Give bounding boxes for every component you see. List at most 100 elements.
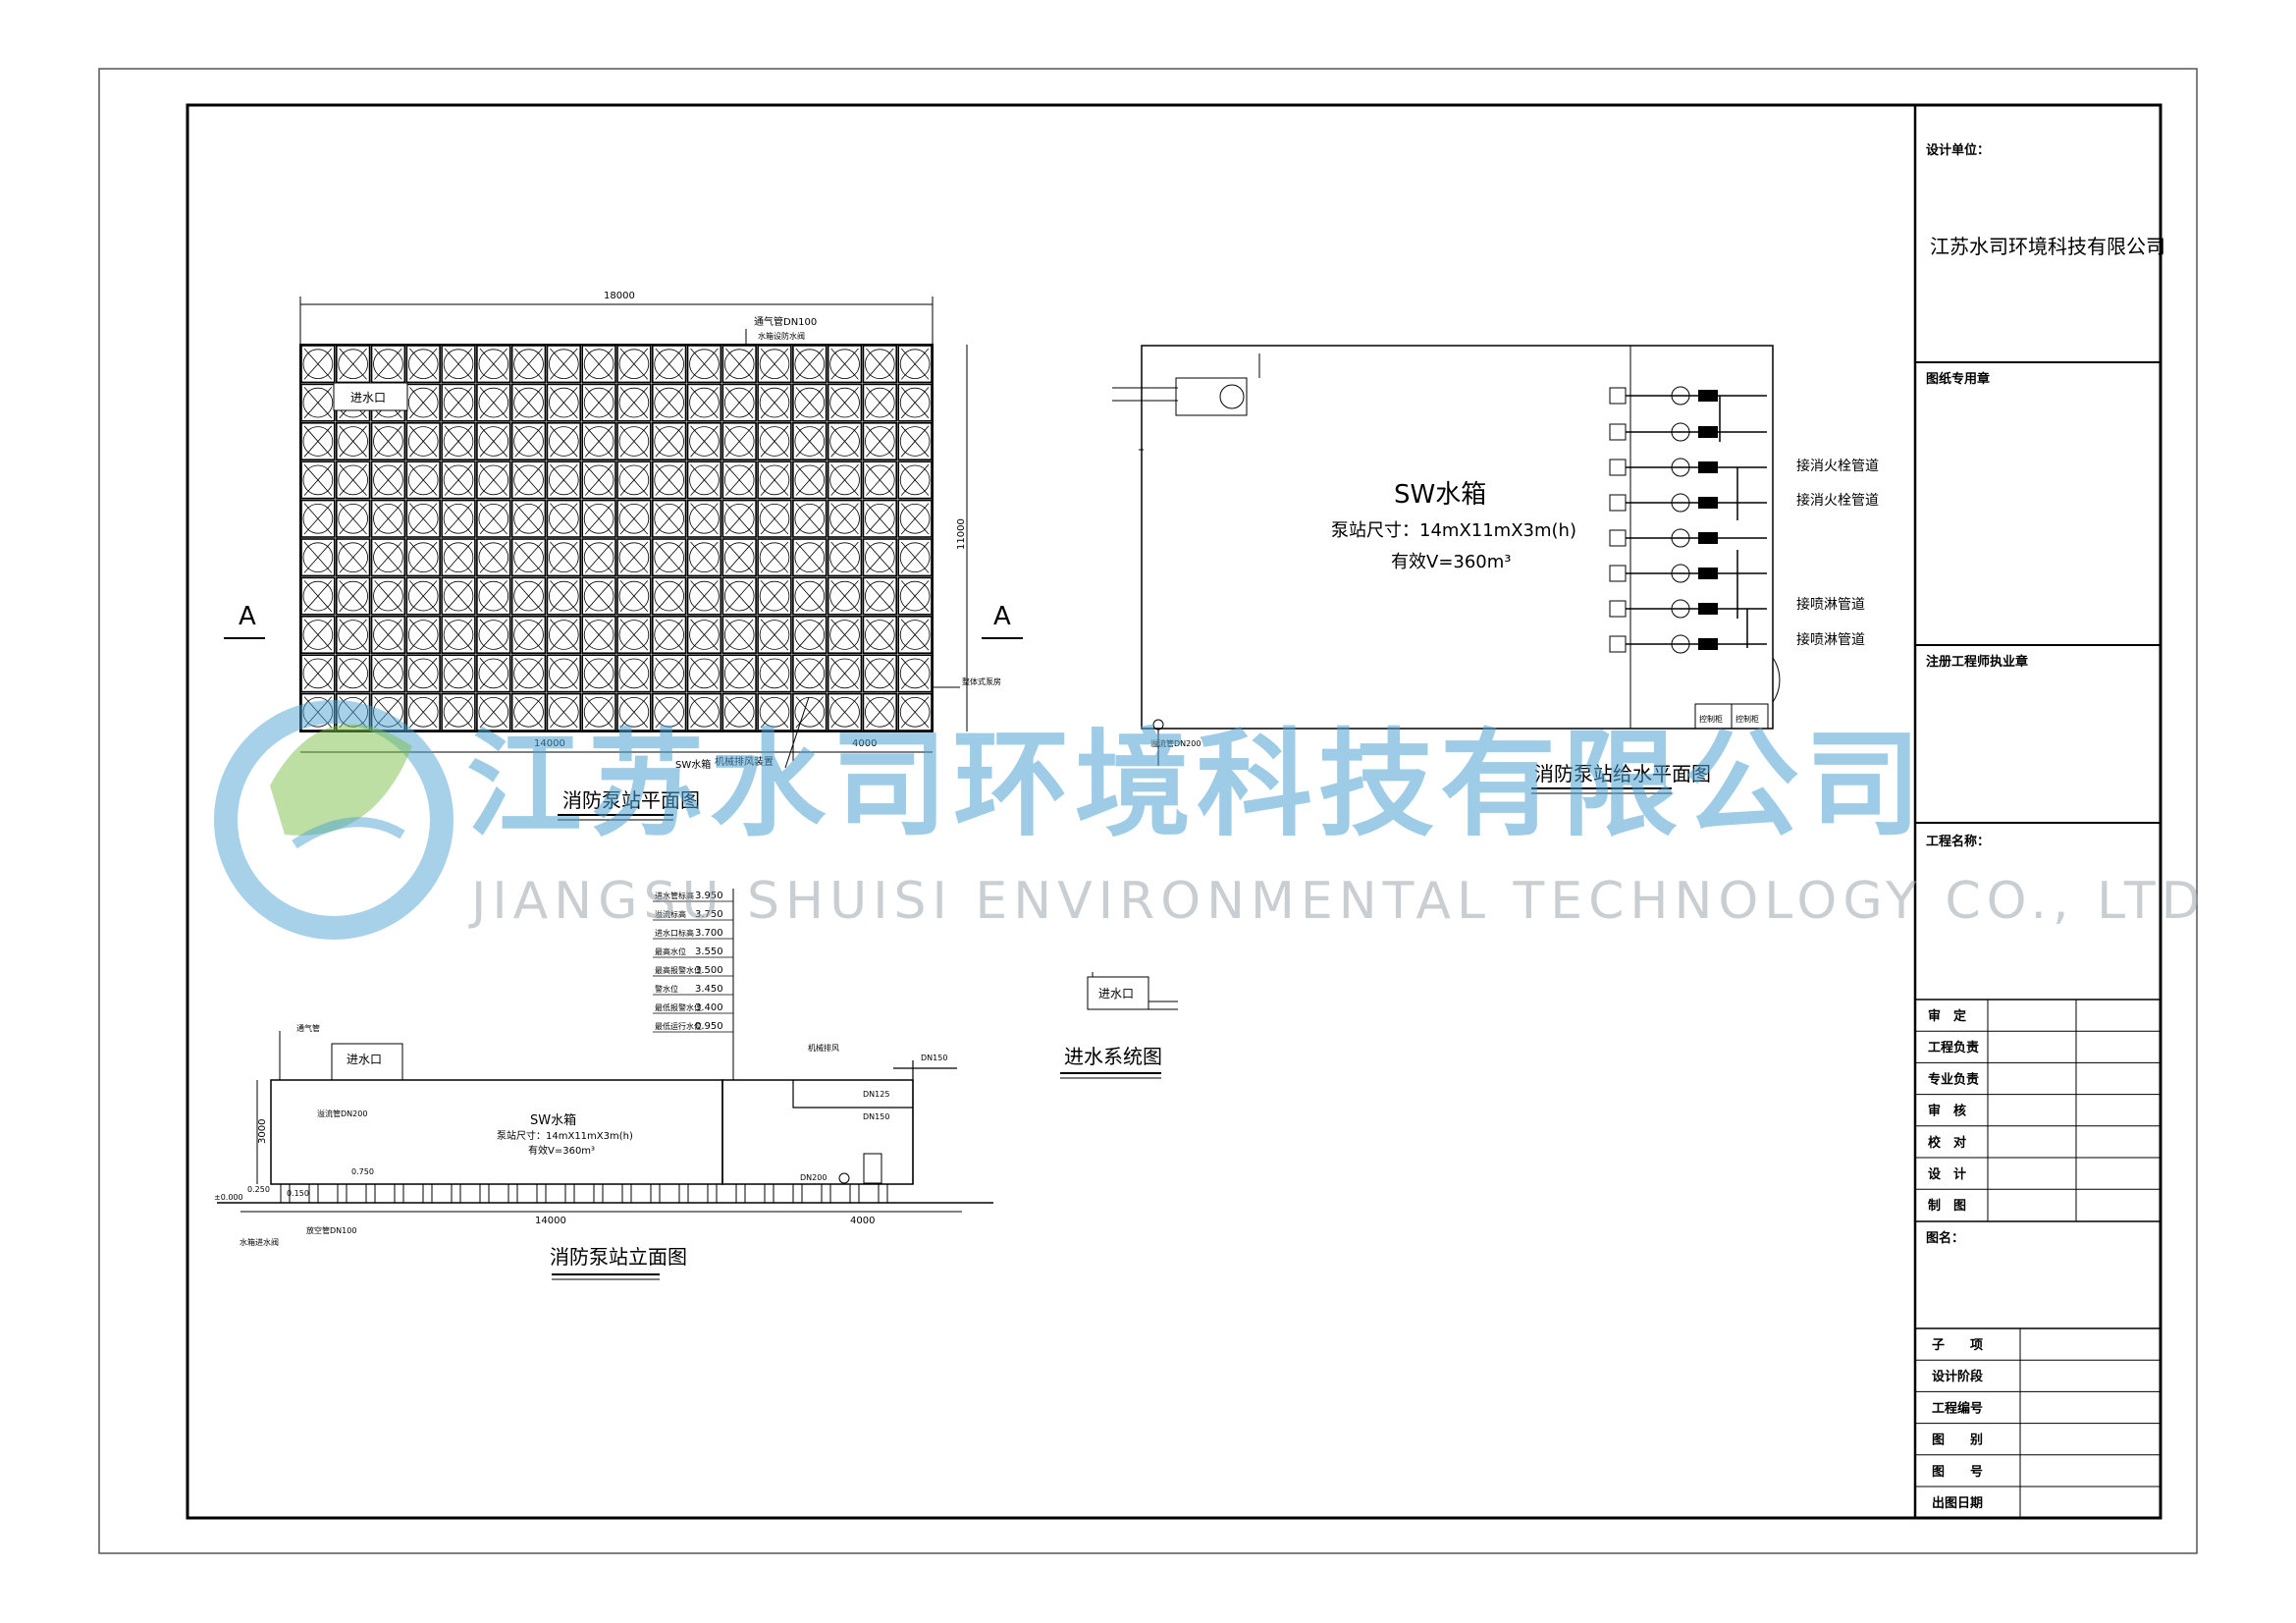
watermark-en: JIANGSU SHUISI ENVIRONMENTAL TECHNOLOGY … xyxy=(468,872,2207,931)
watermark-logo-icon xyxy=(214,700,454,940)
role-label: 制 图 xyxy=(1928,1198,1966,1214)
tank-panel xyxy=(546,615,582,654)
plan-fan-label: 机械排风装置 xyxy=(715,755,774,768)
tank-panel xyxy=(441,460,476,500)
tank-panel xyxy=(300,576,336,616)
tank-panel xyxy=(721,654,757,693)
tank-panel xyxy=(616,538,652,577)
tank-panel xyxy=(335,499,371,538)
elev-dn150b: DN150 xyxy=(863,1112,889,1121)
supply-size-text: 泵站尺寸：14mX11mX3m(h) xyxy=(1331,520,1576,541)
tank-panel xyxy=(757,576,792,616)
tank-panel xyxy=(300,383,336,422)
pump-room-label: 整体式泵房 xyxy=(962,676,1001,686)
tank-panel xyxy=(827,383,863,422)
tank-panel xyxy=(862,654,898,693)
elev-level-0250: 0.250 xyxy=(247,1185,270,1194)
watermark: 江苏水司环境科技有限公司 JIANGSU SHUISI ENVIRONMENTA… xyxy=(214,700,2207,940)
tank-panel xyxy=(792,345,828,384)
tank-panel xyxy=(651,499,687,538)
tank-panel xyxy=(405,460,441,500)
tank-panel xyxy=(721,421,757,460)
tank-panel xyxy=(616,345,652,384)
level-label: 最高水位 xyxy=(655,947,686,956)
tank-panel xyxy=(581,383,616,422)
tank-panel xyxy=(686,576,722,616)
tank-panel xyxy=(476,576,511,616)
tank-panel xyxy=(792,615,828,654)
tank-panel xyxy=(721,576,757,616)
tank-panel xyxy=(300,421,336,460)
role-label: 专业负责 xyxy=(1928,1071,1979,1087)
tank-panel xyxy=(581,460,616,500)
tank-panel xyxy=(651,421,687,460)
plan-dim-height: 11000 xyxy=(956,518,967,550)
plan-inlet-label: 进水口 xyxy=(350,391,386,405)
tank-panel xyxy=(581,576,616,616)
tank-panel xyxy=(476,345,511,384)
elev-size-text: 泵站尺寸：14mX11mX3m(h) xyxy=(497,1129,633,1142)
tank-panel xyxy=(546,499,582,538)
level-value: 3.500 xyxy=(695,965,723,976)
to-hydrant-2: 接消火栓管道 xyxy=(1796,492,1879,509)
tank-panel xyxy=(827,692,863,731)
tank-panel xyxy=(651,654,687,693)
info-row-label: 工程编号 xyxy=(1932,1400,1983,1416)
tank-panel xyxy=(862,576,898,616)
pump-unit xyxy=(1609,493,1767,513)
tank-panel xyxy=(616,460,652,500)
tank-panel xyxy=(757,421,792,460)
tank-panel xyxy=(827,654,863,693)
tank-panel xyxy=(862,421,898,460)
tank-panel xyxy=(897,692,933,731)
tank-panel xyxy=(335,576,371,616)
pump-unit xyxy=(1609,634,1767,654)
tank-panel xyxy=(862,538,898,577)
tank-panel xyxy=(510,383,547,422)
tank-panel xyxy=(405,692,441,731)
tank-panel xyxy=(370,499,406,538)
elevation-title: 消防泵站立面图 xyxy=(550,1245,687,1269)
tank-panel xyxy=(405,538,441,577)
tank-panel xyxy=(651,538,687,577)
tank-panel xyxy=(370,345,406,384)
project-name-label: 工程名称： xyxy=(1926,834,1990,849)
tank-panel xyxy=(405,654,441,693)
tank-panel xyxy=(897,576,933,616)
tank-panel xyxy=(721,345,757,384)
tank-panel xyxy=(721,460,757,500)
tank-panel xyxy=(441,576,476,616)
elev-dn125: DN125 xyxy=(863,1090,889,1099)
tank-panel xyxy=(686,421,722,460)
tank-panel xyxy=(862,345,898,384)
outer-border xyxy=(98,68,2198,1554)
level-label: 最低运行水位 xyxy=(655,1021,702,1031)
tank-panel xyxy=(581,538,616,577)
tank-panel xyxy=(757,615,792,654)
tank-panel xyxy=(441,654,476,693)
tank-panel xyxy=(757,654,792,693)
tank-panel xyxy=(581,421,616,460)
tank-panel xyxy=(686,460,722,500)
elev-level-0750: 0.750 xyxy=(351,1167,374,1176)
info-row-label: 设计阶段 xyxy=(1932,1369,1983,1384)
tank-panel xyxy=(581,499,616,538)
drawing-name-label: 图名： xyxy=(1926,1230,1964,1246)
tank-panel xyxy=(405,383,441,422)
tank-panel xyxy=(546,538,582,577)
tank-panel xyxy=(510,421,547,460)
level-value: 0.950 xyxy=(695,1021,723,1032)
drawing-seal-label: 图纸专用章 xyxy=(1926,371,1990,387)
elev-zero-level: ±0.000 xyxy=(214,1193,243,1202)
tank-panel xyxy=(792,460,828,500)
tank-panel xyxy=(686,538,722,577)
tank-panel xyxy=(616,692,652,731)
info-row-label: 出图日期 xyxy=(1932,1495,1983,1511)
